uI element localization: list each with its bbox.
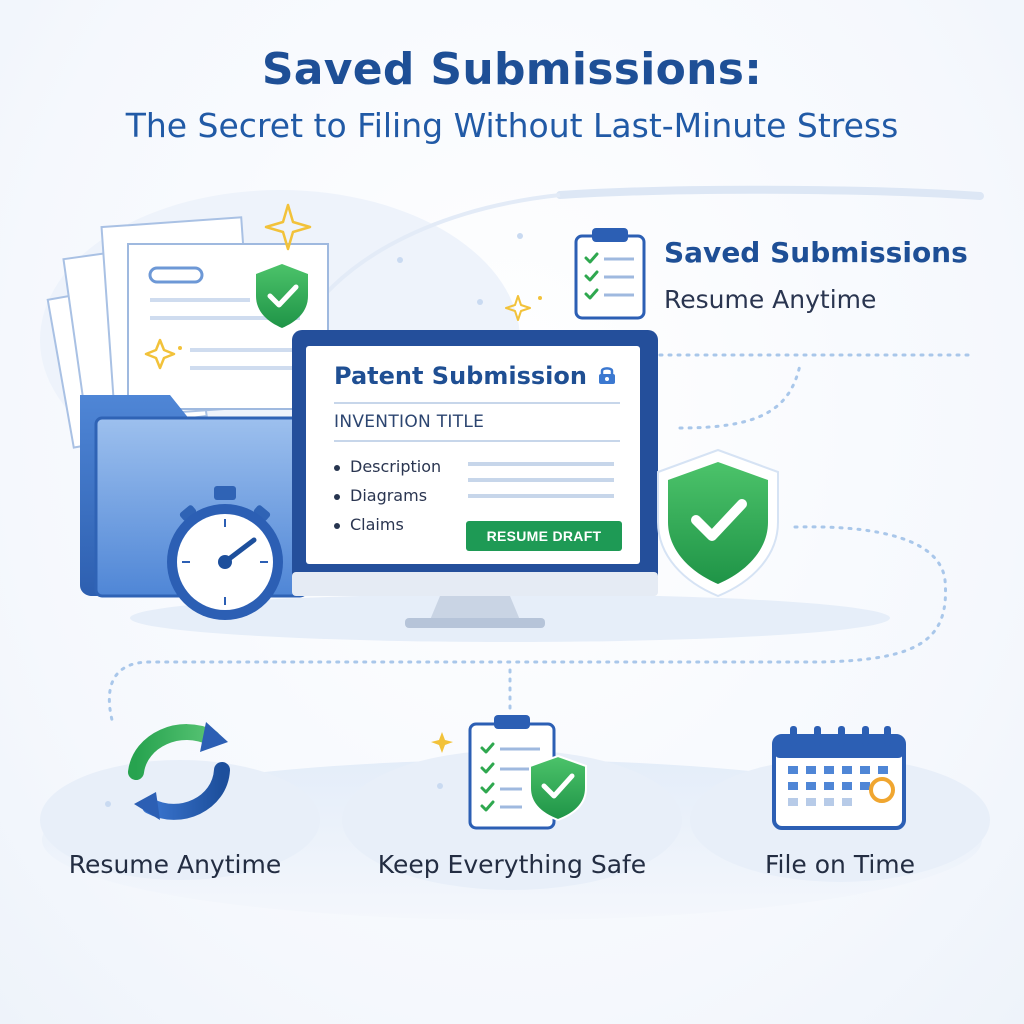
resume-draft-button[interactable]: RESUME DRAFT: [466, 521, 622, 551]
security-shield-icon: [658, 450, 778, 596]
page-subtitle: The Secret to Filing Without Last-Minute…: [0, 106, 1024, 145]
bullet-icon: [334, 494, 340, 500]
form-divider: [334, 402, 620, 404]
list-item-label: Diagrams: [350, 486, 427, 505]
feature-label-resume: Resume Anytime: [40, 850, 310, 879]
lock-icon: [596, 364, 618, 386]
bullet-icon: [334, 523, 340, 529]
calendar-icon: [774, 726, 904, 828]
callout-subtitle: Resume Anytime: [664, 285, 876, 314]
invention-title-field: INVENTION TITLE: [334, 412, 484, 432]
callout-title: Saved Submissions: [664, 236, 968, 269]
bullet-icon: [334, 465, 340, 471]
placeholder-lines: [468, 460, 618, 500]
form-divider: [334, 440, 620, 442]
form-title: Patent Submission: [334, 362, 587, 390]
page-title: Saved Submissions:: [0, 44, 1024, 95]
form-section-list: Description Diagrams Claims: [334, 458, 441, 545]
list-item: Description: [334, 458, 441, 487]
submission-form-screen: Patent Submission INVENTION TITLE Descri…: [306, 346, 640, 564]
feature-label-safe: Keep Everything Safe: [352, 850, 672, 879]
list-item: Diagrams: [334, 487, 441, 516]
clipboard-shield-icon: [470, 715, 586, 828]
feature-label-on-time: File on Time: [730, 850, 950, 879]
clipboard-checklist-icon: [576, 228, 644, 318]
list-item-label: Claims: [350, 515, 404, 534]
list-item-label: Description: [350, 457, 441, 476]
list-item: Claims: [334, 516, 441, 545]
